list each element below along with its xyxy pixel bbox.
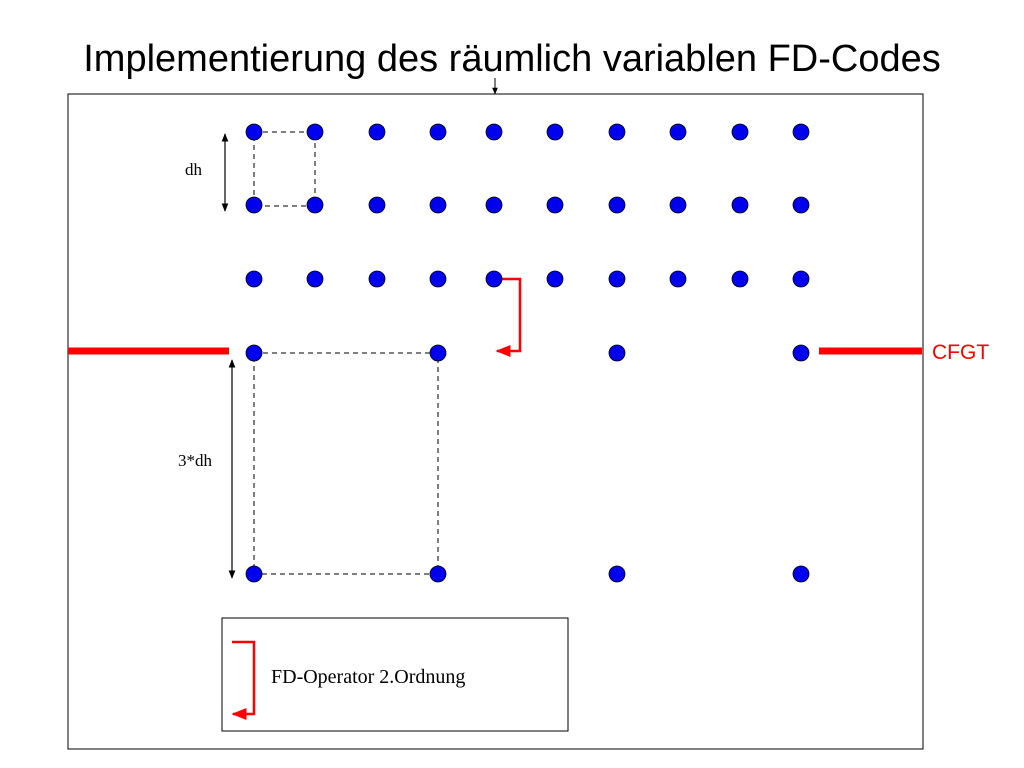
fine-grid-node [306,270,324,288]
cfgt-label: CFGT [932,341,989,364]
fine-grid-node [608,123,626,141]
coarse-grid-node [245,344,263,362]
three-dh-label: 3*dh [178,451,213,470]
coarse-cell-dashed [253,352,439,575]
coarse-grid-node [429,344,447,362]
fd-operator-arrow [495,277,522,357]
fine-grid-node [485,270,503,288]
fine-grid-node [368,270,386,288]
coarse-grid-node [792,344,810,362]
slide-title: Implementierung des räumlich variablen F… [83,38,941,80]
fine-grid-node [245,123,263,141]
coarse-grid-node [429,565,447,583]
fine-grid-node [368,123,386,141]
dh-label: dh [185,160,203,179]
coarse-grid-node [608,344,626,362]
fine-grid-node [669,270,687,288]
coarse-grid-node [792,565,810,583]
fine-grid-node [306,123,324,141]
fine-grid-node [608,270,626,288]
fine-grid-node [731,196,749,214]
fine-grid-node [669,196,687,214]
fine-grid-node [245,270,263,288]
fine-grid-node [429,270,447,288]
fine-grid-node [306,196,324,214]
fine-grid-node [429,196,447,214]
fine-grid-node [546,196,564,214]
fine-grid-node [669,123,687,141]
fine-grid-node [546,123,564,141]
fine-grid-node [792,123,810,141]
fine-grid-node [485,196,503,214]
fine-grid-node [608,196,626,214]
fine-grid-node [368,196,386,214]
fine-grid-node [792,196,810,214]
fine-grid-node [245,196,263,214]
fine-grid-node [429,123,447,141]
domain-frame [67,93,924,750]
coarse-grid-node [608,565,626,583]
fine-grid-node [546,270,564,288]
coarse-grid-node [245,565,263,583]
fine-grid-node [792,270,810,288]
coarse-grid-nodes [245,344,810,583]
fine-grid-node [731,123,749,141]
fine-cell-dashed [253,131,316,207]
legend-text: FD-Operator 2.Ordnung [271,666,465,688]
fine-grid-node [485,123,503,141]
legend-operator-arrow [231,640,256,720]
fine-grid-node [731,270,749,288]
fine-grid-nodes [245,123,810,288]
legend-box [221,617,569,732]
